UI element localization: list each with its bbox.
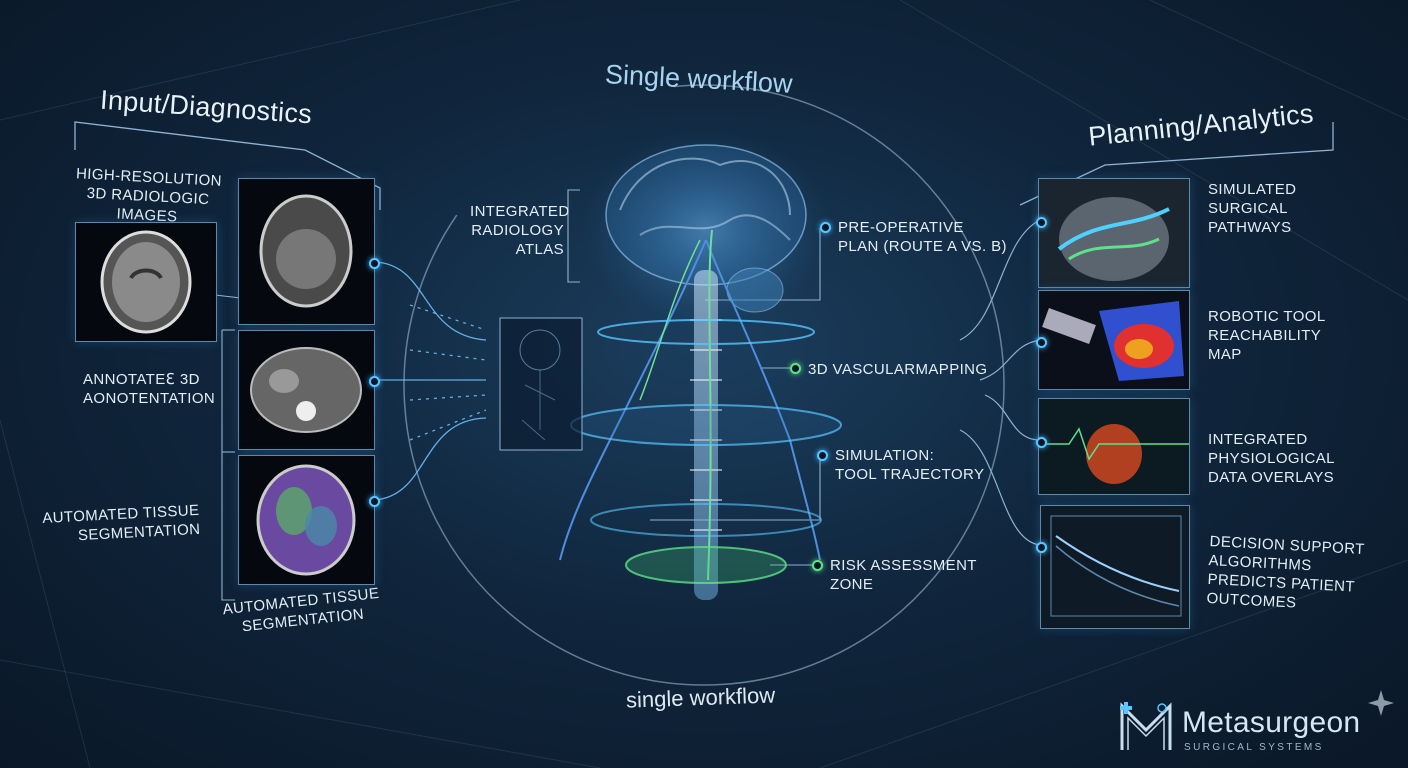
preop-plan-label: PRE-OPERATIVE PLAN (ROUTE A vs. B) bbox=[838, 218, 1007, 256]
decision-support-chart-image bbox=[1040, 505, 1190, 629]
robotic-reachability-line-3: MAP bbox=[1208, 346, 1242, 363]
surgical-pathways-line-1: SIMULATED bbox=[1208, 181, 1297, 198]
robotic-reachability-label: ROBOTIC TOOL REACHABILITY MAP bbox=[1208, 307, 1326, 364]
surgical-pathways-image bbox=[1038, 178, 1190, 288]
physiological-overlay-image bbox=[1038, 398, 1190, 495]
annotated-3d-label: ANNOTATEℇ 3D AONOTENTATION bbox=[83, 370, 228, 408]
hires-images-label: HIGH-RESOLUTION 3D RADIOLOGIC IMAGES bbox=[67, 164, 230, 229]
physio-connector-dot bbox=[1036, 437, 1047, 448]
simulation-marker bbox=[817, 450, 828, 461]
segmentation-scan-image bbox=[238, 455, 375, 585]
physiological-overlays-label: INTEGRATED PHYSIOLOGICAL DATA OVERLAYS bbox=[1208, 430, 1335, 487]
simulation-label: SIMULATION: TOOL TRAJECTORY bbox=[835, 446, 984, 484]
preop-plan-marker bbox=[820, 222, 831, 233]
risk-zone-line-2: ZONE bbox=[830, 576, 874, 593]
physiological-overlays-line-3: DATA OVERLAYS bbox=[1208, 469, 1335, 486]
surgical-pathways-line-2: SURGICAL bbox=[1208, 200, 1288, 217]
four-point-star-icon bbox=[1368, 690, 1394, 716]
preop-plan-line-2: PLAN (ROUTE A vs. B) bbox=[838, 238, 1007, 255]
annotated-3d-line-1: ANNOTATEℇ 3D bbox=[83, 371, 200, 388]
vascular-mapping-label: 3D VASCULARMAPPING bbox=[808, 361, 988, 378]
left-connector-dot-3 bbox=[369, 496, 380, 507]
pathways-connector-dot bbox=[1036, 217, 1047, 228]
single-workflow-bottom-heading: single workflow bbox=[625, 682, 776, 713]
risk-zone-label: RISK ASSESSMENT ZONE bbox=[830, 556, 977, 594]
ct-abdomen-scan-image bbox=[238, 330, 375, 450]
mri-slice-scan-image bbox=[238, 178, 375, 325]
radiology-atlas-line-3: ATLAS bbox=[515, 241, 564, 258]
preop-plan-line-1: PRE-OPERATIVE bbox=[838, 219, 964, 236]
risk-zone-line-1: RISK ASSESSMENT bbox=[830, 557, 977, 574]
reachability-map-image bbox=[1038, 290, 1190, 390]
brand-tagline: SURGICAL SYSTEMS bbox=[1184, 742, 1324, 753]
robotic-reachability-line-1: ROBOTIC TOOL bbox=[1208, 308, 1326, 325]
decision-connector-dot bbox=[1036, 542, 1047, 553]
simulation-line-2: TOOL TRAJECTORY bbox=[835, 466, 985, 483]
vascular-mapping-marker bbox=[790, 363, 801, 374]
robotic-reachability-line-2: REACHABILITY bbox=[1208, 327, 1322, 344]
brand-name: Metasurgeon bbox=[1182, 706, 1361, 739]
risk-zone-marker bbox=[812, 560, 823, 571]
physiological-overlays-line-2: PHYSIOLOGICAL bbox=[1208, 450, 1335, 467]
medical-cross-m-logo-icon bbox=[1118, 700, 1174, 752]
mri-axial-scan-image bbox=[75, 222, 217, 342]
radiology-atlas-line-2: RADIOLOGY bbox=[471, 222, 564, 239]
physiological-overlays-line-1: INTEGRATED bbox=[1208, 431, 1308, 448]
simulation-line-1: SIMULATION: bbox=[835, 447, 935, 464]
radiology-atlas-line-1: INTEGRATED bbox=[470, 203, 570, 220]
annotated-3d-line-2: AONOTENTATION bbox=[83, 390, 216, 407]
decision-support-label: DECISION SUPPORT ALGORITHMS PREDICTS PAT… bbox=[1206, 532, 1365, 616]
radiology-atlas-label: INTEGRATED RADIOLOGY ATLAS bbox=[470, 202, 570, 259]
left-connector-dot-1 bbox=[369, 258, 380, 269]
surgical-pathways-label: SIMULATED SURGICAL PATHWAYS bbox=[1208, 180, 1296, 237]
left-connector-dot-2 bbox=[369, 376, 380, 387]
surgical-pathways-line-3: PATHWAYS bbox=[1208, 219, 1292, 236]
robotic-connector-dot bbox=[1036, 337, 1047, 348]
